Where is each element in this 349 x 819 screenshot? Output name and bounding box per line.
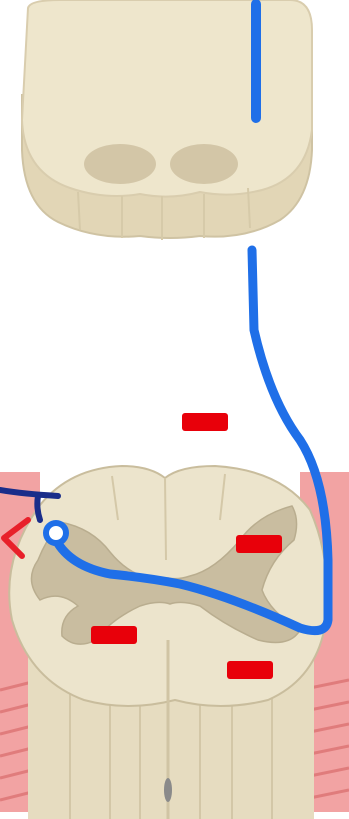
brainstem	[22, 0, 312, 240]
marker-1	[182, 413, 228, 431]
brainstem-top-face	[22, 0, 312, 197]
brainstem-pyramid-left	[84, 144, 156, 184]
marker-2	[236, 535, 282, 553]
neuron-cell-body	[46, 523, 66, 543]
spinal-cord	[0, 466, 349, 819]
central-canal	[164, 778, 172, 802]
marker-3	[91, 626, 137, 644]
marker-4	[227, 661, 273, 679]
brainstem-pyramid-right	[170, 144, 238, 184]
